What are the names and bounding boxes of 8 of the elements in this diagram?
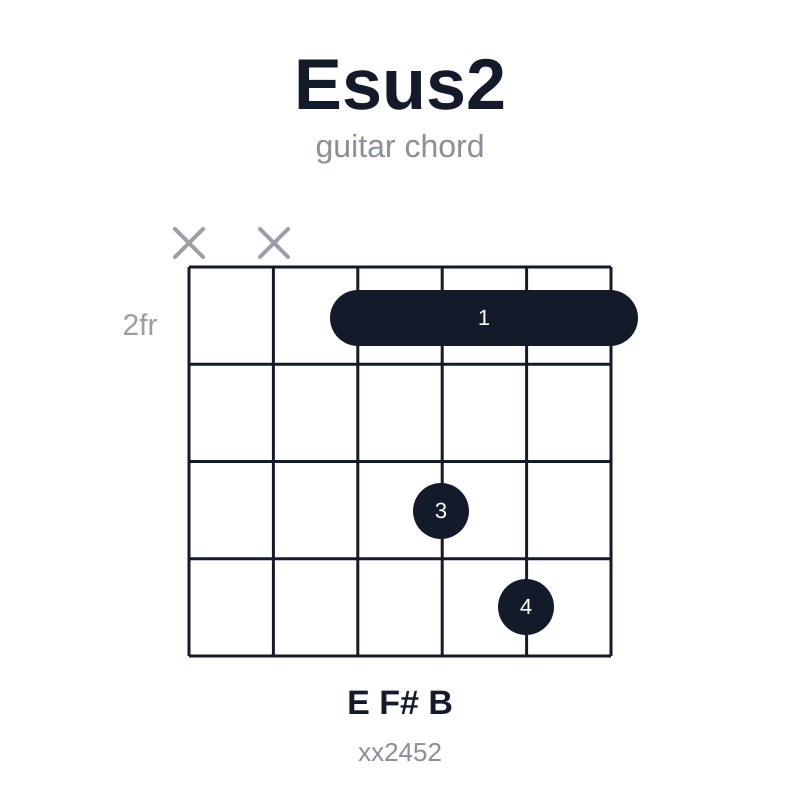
finger-dot: 3 [413,483,469,539]
finger-dot: 4 [498,579,554,635]
chord-title: Esus2 [294,49,506,121]
chord-subtitle: guitar chord [316,130,484,162]
fingering-code: xx2452 [358,739,442,765]
note-names: E F# B [347,686,453,720]
barre-bar: 1 [330,290,638,346]
fret-number: 2fr [122,311,158,341]
